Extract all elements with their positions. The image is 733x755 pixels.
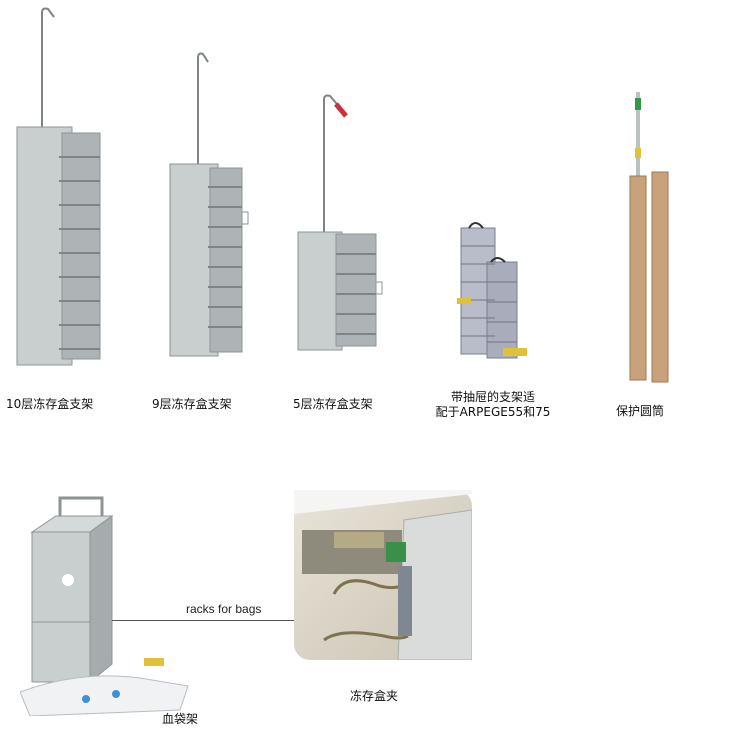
rack-10-tier-image xyxy=(14,5,104,367)
drawer-rack-label-line1: 带抽屉的支架适 xyxy=(450,390,535,404)
cryobox-clamp-label: 冻存盒夹 xyxy=(350,689,399,703)
rack-5-tier-image xyxy=(296,92,386,354)
drawer-rack-image xyxy=(455,216,535,366)
connector-line xyxy=(112,620,294,621)
blood-bag-rack-image xyxy=(20,494,210,716)
connector-label: racks for bags xyxy=(186,602,262,616)
protective-tube-image xyxy=(624,88,674,384)
rack-10-tier-label: 10层冻存盒支架 xyxy=(6,397,94,411)
rack-9-tier-label: 9层冻存盒支架 xyxy=(152,397,232,411)
cryobox-clamp-image xyxy=(294,490,472,660)
rack-9-tier-image xyxy=(168,52,250,360)
rack-5-tier-label: 5层冻存盒支架 xyxy=(293,397,373,411)
drawer-rack-label-line2: 配于ARPEGE55和75 xyxy=(435,405,551,419)
blood-bag-rack-label: 血袋架 xyxy=(162,712,199,726)
drawer-rack-label: 带抽屉的支架适 配于ARPEGE55和75 xyxy=(428,390,558,420)
protective-tube-label: 保护圆筒 xyxy=(616,404,665,418)
